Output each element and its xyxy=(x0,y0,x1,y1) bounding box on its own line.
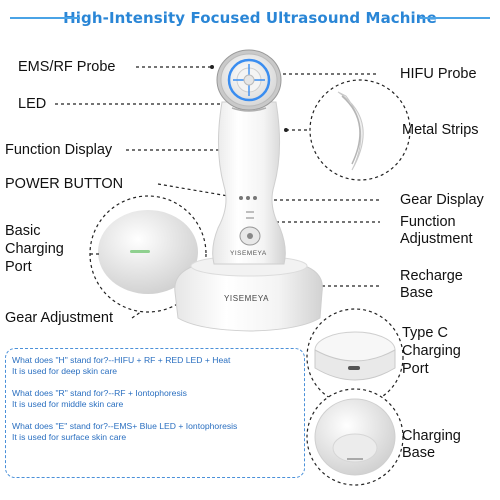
brand-mark-body: YISEMEYA xyxy=(230,250,267,257)
label-gear-adjustment: Gear Adjustment xyxy=(5,310,113,326)
label-type-c-charging-port: Type C Charging Port xyxy=(402,325,461,377)
title-rule-right xyxy=(420,17,490,19)
info-e-question: What does "E" stand for?--EMS+ Blue LED … xyxy=(12,421,238,431)
label-function-display: Function Display xyxy=(5,142,113,158)
info-box: What does "H" stand for?--HIFU + RF + RE… xyxy=(5,348,305,478)
label-recharge-base: Recharge Base xyxy=(400,268,463,301)
label-function-adjustment: Function Adjustment xyxy=(400,214,473,247)
info-h-question: What does "H" stand for?--HIFU + RF + RE… xyxy=(12,355,231,365)
device-body-shape xyxy=(212,101,286,265)
label-ems-rf-probe: EMS/RF Probe xyxy=(18,59,116,75)
label-charging-base: Charging Base xyxy=(402,428,461,461)
label-hifu-probe: HIFU Probe xyxy=(400,66,477,82)
info-r-answer: It is used for middle skin care xyxy=(12,399,124,409)
label-gear-display: Gear Display xyxy=(400,192,484,208)
label-led: LED xyxy=(18,96,47,112)
title-rule-left xyxy=(10,17,80,19)
info-h-answer: It is used for deep skin care xyxy=(12,366,118,376)
page-title: High-Intensity Focused Ultrasound Machin… xyxy=(57,9,443,27)
leader-power-button xyxy=(157,183,241,199)
label-metal-strips: Metal Strips xyxy=(402,122,479,138)
label-basic-charging-port: Basic Charging Port xyxy=(5,223,64,275)
info-r-question: What does "R" stand for?--RF + Iontophor… xyxy=(12,388,187,398)
brand-mark-base: YISEMEYA xyxy=(224,294,270,303)
info-e-answer: It is used for surface skin care xyxy=(12,432,127,442)
title-bar: High-Intensity Focused Ultrasound Machin… xyxy=(10,4,490,32)
label-power-button: POWER BUTTON xyxy=(5,176,124,192)
